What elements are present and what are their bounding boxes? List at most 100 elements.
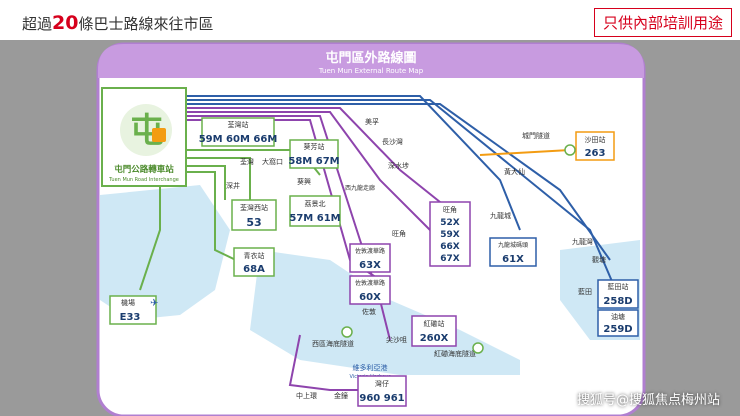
station-routes: 960 961 <box>359 393 404 404</box>
place-kowloon-city: 九龍城 <box>490 211 511 220</box>
place-west-kowloon: 西九龍走廊 <box>345 184 375 192</box>
slide-title: 超過20條巴士路線來往市區 <box>22 12 213 34</box>
route-line-purple-2 <box>185 111 441 241</box>
route-line-green-5 <box>139 185 161 291</box>
station-box <box>357 375 407 407</box>
station-routes: 53 <box>246 216 261 229</box>
place-western-tunnel: 西區海底隧道 <box>312 339 354 348</box>
route-line-green-3 <box>185 165 226 200</box>
place-tai-wo-hau: 大窩口 <box>262 157 283 166</box>
station-routes: 61X <box>502 254 524 265</box>
route-line-island <box>288 334 380 391</box>
station-box <box>289 139 339 169</box>
station-routes: 259D <box>603 324 632 335</box>
place-tst: 尖沙咀 <box>386 335 407 344</box>
route-line-blue-3 <box>185 103 611 261</box>
station-box <box>489 237 537 267</box>
place-sham-shui-po: 深水埗 <box>388 161 409 170</box>
station-name: 藍田站 <box>608 282 629 291</box>
place-sham-tseng: 深井 <box>226 181 240 190</box>
place-mong-kok-w: 旺角 <box>392 229 406 238</box>
route-line-orange <box>479 149 571 156</box>
airplane-icon: ✈ <box>150 298 158 309</box>
station-name: 油塘 <box>611 312 625 321</box>
station-box <box>597 279 639 309</box>
station-box <box>429 201 471 267</box>
route-lines <box>139 95 621 391</box>
route-line-purple-3 <box>185 115 391 341</box>
station-routes: 63X <box>359 260 381 271</box>
tunnel-icon <box>564 144 576 156</box>
station-box <box>575 131 615 161</box>
station-name: 機場 <box>121 298 135 307</box>
station-routes: 68A <box>243 264 265 275</box>
station-routes: 258D <box>603 296 632 307</box>
station-box <box>109 295 157 325</box>
map-title-zh: 屯門區外路線圖 <box>325 50 416 66</box>
station-name: 荔景北 <box>305 199 326 208</box>
watermark: 搜狐号@搜狐焦点梅州站 <box>576 393 720 408</box>
internal-use-stamp: 只供內部培訓用途 <box>593 8 732 37</box>
station-name: 灣仔 <box>375 379 389 388</box>
station-routes: 260X <box>420 333 449 344</box>
station-routes: 57M 61M <box>289 213 340 224</box>
place-labels: 荃灣 大窩口 深井 美孚 長沙灣 深水埗 西九龍走廊 旺角 黃大仙 九龍城 九龍… <box>226 117 606 400</box>
title-suffix: 條巴士路線來往市區 <box>78 15 214 33</box>
station-box <box>597 309 639 337</box>
harbour-label: 維多利亞港 <box>353 363 388 372</box>
route-line-green-4 <box>185 171 241 263</box>
station-routes: E33 <box>120 312 141 323</box>
place-admiralty: 金鐘 <box>334 391 348 400</box>
route-line-purple-1 <box>185 107 451 211</box>
station-name: 青衣站 <box>244 251 265 260</box>
place-tsuen-wan: 荃灣 <box>240 157 254 166</box>
station-kwai-hing: 葵興 <box>297 177 311 186</box>
title-number: 20 <box>52 12 79 34</box>
route-line-green-2 <box>185 157 251 200</box>
station-box <box>411 315 457 347</box>
title-prefix: 超過 <box>22 15 53 33</box>
station-name: 佐敦渡華路 <box>355 247 385 255</box>
map-header-band <box>98 44 644 78</box>
map-title-en: Tuen Mun External Route Map <box>318 67 424 75</box>
hub-name-zh: 屯門公路轉車站 <box>114 164 174 175</box>
station-name: 九龍城碼頭 <box>498 241 528 249</box>
place-kowloon-bay: 九龍灣 <box>572 237 593 246</box>
station-name: 荃灣站 <box>228 120 249 129</box>
route-line-blue-1 <box>185 95 521 231</box>
station-routes: 263 <box>585 148 606 159</box>
station-box <box>201 117 275 147</box>
station-box <box>289 195 341 227</box>
station-name: 紅磡站 <box>424 319 445 328</box>
place-kwun-tong: 觀塘 <box>592 255 606 264</box>
place-jordan: 佐敦 <box>362 307 376 316</box>
station-box <box>231 199 277 231</box>
station-boxes: 荃灣站 59M 60M 66M 葵芳站 58M 67M 葵興 荔景北 57M 6… <box>109 117 639 407</box>
tunnel-icon <box>472 342 484 354</box>
station-name: 荃灣西站 <box>240 203 268 212</box>
hub-name-en: Tuen Mun Road Interchange <box>108 177 179 183</box>
station-routes: 58M 67M <box>288 156 339 167</box>
station-name: 佐敦渡華路 <box>355 279 385 287</box>
hub-logo-circle <box>120 104 172 156</box>
place-cross-tunnel: 紅磡海底隧道 <box>434 349 476 358</box>
sea-left <box>100 185 230 320</box>
route-line-blue-2 <box>185 99 621 301</box>
station-routes: 59M 60M 66M <box>199 134 278 145</box>
place-wong-tai-sin: 黃大仙 <box>504 167 525 176</box>
place-sheung-wan: 中上環 <box>296 391 317 400</box>
place-lam-tin: 藍田 <box>578 287 592 296</box>
tunnel-icon <box>341 326 353 338</box>
station-box <box>233 247 275 277</box>
station-routes: 60X <box>359 292 381 303</box>
place-shing-mun: 城門隧道 <box>522 131 550 140</box>
station-box <box>349 243 391 273</box>
station-name: 葵芳站 <box>304 142 325 151</box>
bus-icon <box>152 128 166 142</box>
place-mei-foo: 美孚 <box>365 117 379 126</box>
station-box <box>349 275 391 305</box>
station-name: 沙田站 <box>585 135 606 144</box>
station-name: 旺角 <box>443 205 457 214</box>
